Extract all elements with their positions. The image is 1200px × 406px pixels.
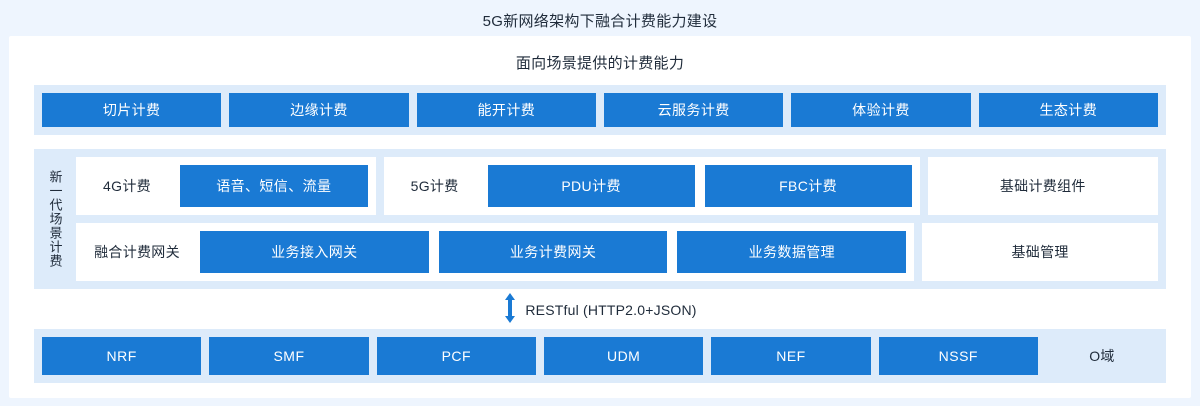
o-domain-label: O域 bbox=[1089, 348, 1115, 364]
capability-box-ecosystem[interactable]: 生态计费 bbox=[978, 93, 1158, 127]
nf-box-nssf[interactable]: NSSF bbox=[878, 337, 1038, 375]
double-arrow-vertical-icon bbox=[503, 292, 517, 328]
charging-core-row: 4G计费 语音、短信、流量 5G计费 PDU计费 FBC计费 基础计费组件 bbox=[76, 157, 1158, 215]
fbc-charging-box[interactable]: FBC计费 bbox=[704, 165, 912, 207]
capability-box-slice[interactable]: 切片计费 bbox=[42, 93, 222, 127]
nf-box-nef[interactable]: NEF bbox=[711, 337, 871, 375]
network-function-row: NRF SMF PCF UDM NEF NSSF O域 bbox=[34, 329, 1166, 383]
nf-box-udm[interactable]: UDM bbox=[543, 337, 704, 375]
protocol-connector: RESTful (HTTP2.0+JSON) bbox=[9, 291, 1191, 329]
charging-gateway-row: 融合计费网关 业务接入网关 业务计费网关 业务数据管理 基础管理 bbox=[76, 223, 1158, 281]
voice-sms-data-box[interactable]: 语音、短信、流量 bbox=[180, 165, 368, 207]
capability-box-experience[interactable]: 体验计费 bbox=[791, 93, 971, 127]
capability-box-cloud-service[interactable]: 云服务计费 bbox=[603, 93, 784, 127]
capability-subtitle: 面向场景提供的计费能力 bbox=[515, 55, 685, 72]
protocol-label: RESTful (HTTP2.0+JSON) bbox=[525, 302, 697, 318]
mid-rows: 4G计费 语音、短信、流量 5G计费 PDU计费 FBC计费 基础计费组件 融合… bbox=[76, 157, 1158, 281]
page-title: 5G新网络架构下融合计费能力建设 bbox=[482, 13, 718, 30]
basic-management-panel: 基础管理 bbox=[922, 223, 1158, 281]
service-charging-gateway-box[interactable]: 业务计费网关 bbox=[438, 231, 668, 273]
converged-gateway-label: 融合计费网关 bbox=[94, 244, 180, 260]
service-access-gateway-box[interactable]: 业务接入网关 bbox=[200, 231, 429, 273]
capability-box-edge[interactable]: 边缘计费 bbox=[229, 93, 409, 127]
next-gen-scenario-charging-section: 新一代场景计费 4G计费 语音、短信、流量 5G计费 PDU计费 FBC计费 基… bbox=[34, 149, 1166, 289]
capability-box-capability-open[interactable]: 能开计费 bbox=[416, 93, 596, 127]
capability-row: 切片计费 边缘计费 能开计费 云服务计费 体验计费 生态计费 bbox=[34, 85, 1166, 135]
5g-charging-panel: 5G计费 PDU计费 FBC计费 bbox=[383, 157, 920, 215]
nf-box-pcf[interactable]: PCF bbox=[376, 337, 536, 375]
diagram-card: 面向场景提供的计费能力 切片计费 边缘计费 能开计费 云服务计费 体验计费 生态… bbox=[9, 36, 1191, 398]
basic-charging-component-panel: 基础计费组件 bbox=[927, 157, 1158, 215]
nf-box-nrf[interactable]: NRF bbox=[42, 337, 202, 375]
section-vertical-label: 新一代场景计费 bbox=[42, 157, 68, 281]
5g-charging-label: 5G计费 bbox=[410, 178, 459, 194]
service-data-management-box[interactable]: 业务数据管理 bbox=[677, 231, 907, 273]
converged-gateway-panel: 融合计费网关 业务接入网关 业务计费网关 业务数据管理 bbox=[76, 223, 915, 281]
nf-box-smf[interactable]: SMF bbox=[209, 337, 369, 375]
pdu-charging-box[interactable]: PDU计费 bbox=[487, 165, 695, 207]
4g-charging-label: 4G计费 bbox=[103, 178, 151, 194]
4g-charging-panel: 4G计费 语音、短信、流量 bbox=[76, 157, 376, 215]
